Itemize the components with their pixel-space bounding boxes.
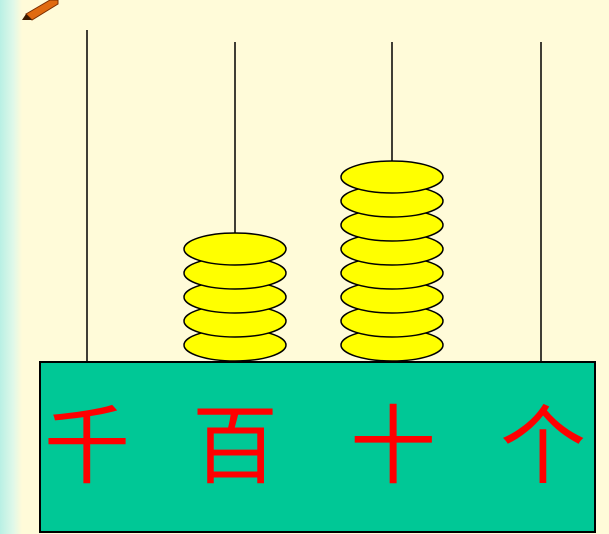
bead-hundreds (183, 232, 287, 266)
label-hundreds: 百 (192, 397, 278, 497)
label-ones: 个 (500, 397, 586, 497)
beads-layer (183, 160, 444, 362)
rods-layer (86, 30, 542, 362)
pencil-icon (22, 0, 59, 21)
abacus-base (39, 361, 596, 533)
label-tens: 十 (350, 397, 436, 497)
left-gradient-strip (0, 0, 22, 534)
bead-tens (340, 160, 444, 194)
label-thousands: 千 (44, 397, 130, 497)
